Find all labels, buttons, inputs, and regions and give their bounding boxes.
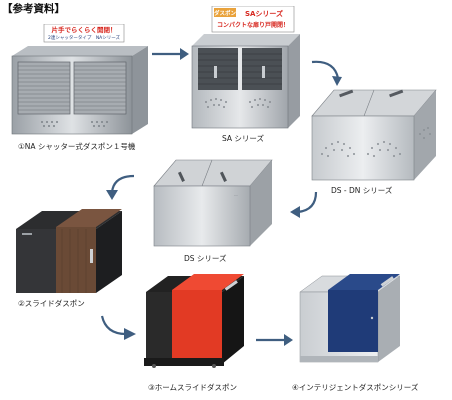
sa-banner-line1: SAシリーズ [245, 9, 283, 18]
header-title: 【参考資料】 [2, 3, 65, 15]
slide-daspon-caption: ②スライドダスポン [18, 299, 85, 308]
ds-dn-series-caption: DS - DN シリーズ [331, 186, 393, 195]
arrow-curved-down-right-icon [100, 315, 136, 340]
ds-series-caption: DS シリーズ [184, 254, 227, 263]
sa-banner-brand: ダスポン [214, 9, 237, 17]
arrow-curved-left-icon [290, 191, 318, 218]
home-slide-daspon-image [144, 274, 244, 368]
slide-daspon-image [16, 209, 122, 293]
ds-dn-series-image [311, 89, 437, 181]
sa-banner-line2: コンパクトな扉り戸開閉！ [217, 21, 289, 29]
sa-series-caption: SA シリーズ [222, 134, 265, 143]
sa-series-image: ダスポン SAシリーズ コンパクトな扉り戸開閉！ [191, 6, 300, 129]
arrow-curved-down-icon [311, 60, 342, 86]
intelligent-daspon-caption: ④インテリジェントダスポンシリーズ [292, 383, 419, 392]
svg-text:---: --- [234, 193, 239, 197]
na-series-caption: ①NA シャッター式ダスポン１号機 [18, 142, 136, 151]
ds-series-image: --- [153, 159, 273, 247]
home-slide-daspon-caption: ③ホームスライドダスポン [148, 383, 237, 392]
intelligent-daspon-image [299, 274, 401, 363]
arrow-right-2-icon [256, 334, 293, 346]
arrow-curved-down-left-icon [106, 174, 135, 200]
na-banner-line1: 片手でらくらく開閉！ [52, 25, 117, 34]
na-series-image: 片手でらくらく開閉！ 2連シャッタータイプ NAシリーズ [11, 24, 148, 135]
arrow-right-icon [152, 48, 189, 60]
na-banner-line2: 2連シャッタータイプ NAシリーズ [48, 34, 121, 41]
